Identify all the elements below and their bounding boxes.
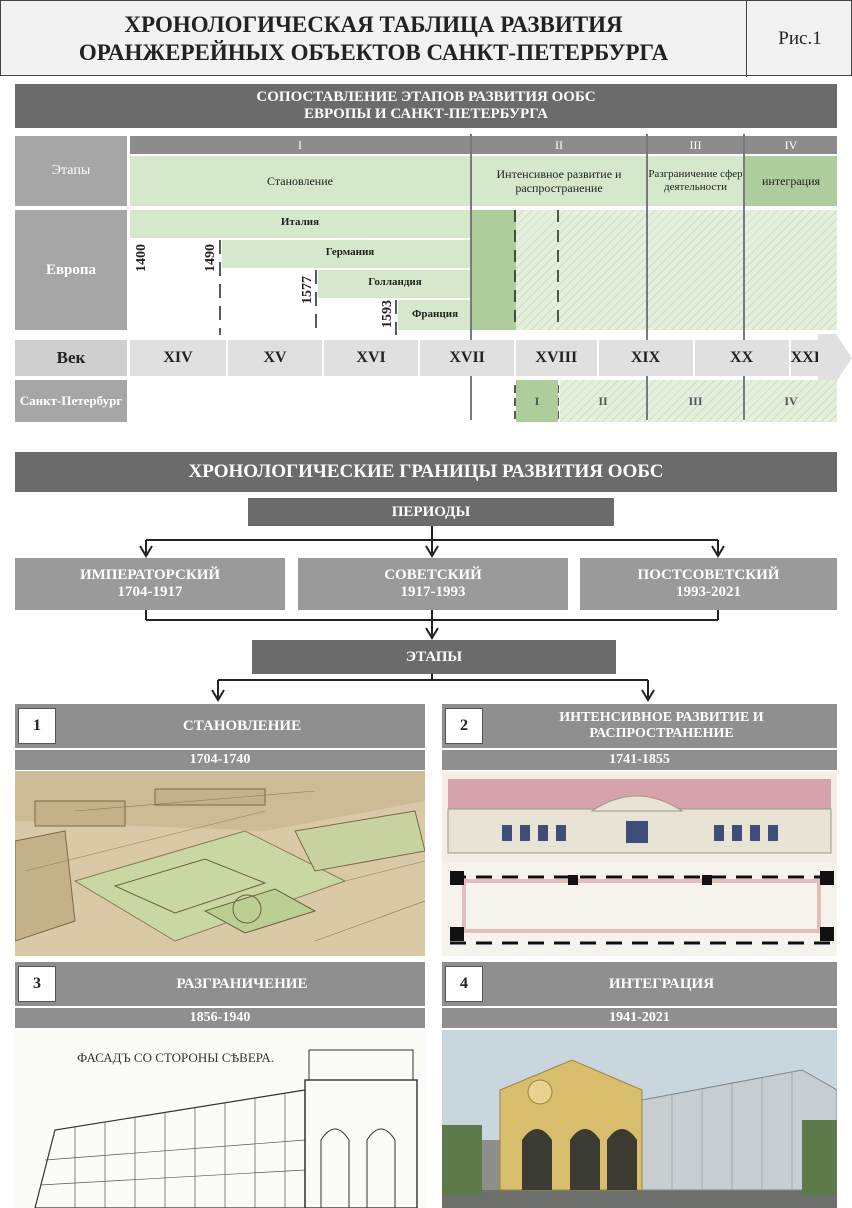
comparison-title-line1: СОПОСТАВЛЕНИЕ ЭТАПОВ РАЗВИТИЯ ООБС bbox=[256, 89, 596, 105]
stage-2-number: 2 bbox=[445, 708, 483, 744]
spb-stage-3: III bbox=[648, 380, 743, 422]
label-germany: Германия bbox=[325, 246, 375, 258]
figure-number: Рис.1 bbox=[778, 28, 822, 49]
century-cell: XIX bbox=[598, 340, 695, 376]
stage-2-title: ИНТЕНСИВНОЕ РАЗВИТИЕ И РАСПРОСТРАНЕНИЕ bbox=[442, 704, 837, 748]
stage-3-number: 3 bbox=[18, 966, 56, 1002]
century-cell: XV bbox=[228, 340, 325, 376]
stage-2-drawing-image bbox=[442, 771, 837, 956]
stage-4-title: ИНТЕГРАЦИЯ bbox=[442, 962, 837, 1006]
facade-caption: ФАСАДЪ СО СТОРОНЫ СѢВЕРА. bbox=[77, 1050, 274, 1065]
stage-1-number: 1 bbox=[18, 708, 56, 744]
comparison-title-line2: ЕВРОПЫ И САНКТ-ПЕТЕРБУРГА bbox=[304, 106, 548, 122]
chronology-title: ХРОНОЛОГИЧЕСКИЕ ГРАНИЦЫ РАЗВИТИЯ ООБС bbox=[15, 452, 837, 492]
europe-stage3-hatch bbox=[648, 210, 743, 330]
title-block: ХРОНОЛОГИЧЕСКАЯ ТАБЛИЦА РАЗВИТИЯ ОРАНЖЕРЕ… bbox=[0, 0, 852, 77]
europe-stage2-solid bbox=[472, 210, 516, 330]
spb-stage-2: II bbox=[560, 380, 646, 422]
bar-germany bbox=[222, 240, 470, 268]
europe-stage2-hatch bbox=[516, 210, 646, 330]
main-title-line2: ОРАНЖЕРЕЙНЫХ ОБЪЕКТОВ САНКТ-ПЕТЕРБУРГА bbox=[78, 40, 669, 65]
stage-number-1: I bbox=[130, 136, 470, 154]
period-years: 1704-1917 bbox=[117, 584, 183, 600]
stage-1-years: 1704-1740 bbox=[15, 750, 425, 770]
spb-stage-1: I bbox=[516, 380, 558, 422]
period-name: ИМПЕРАТОРСКИЙ bbox=[79, 567, 221, 583]
stage-name-3: Разграничение сфер деятельности bbox=[648, 156, 743, 206]
stage-3-title: РАЗГРАНИЧЕНИЕ bbox=[15, 962, 425, 1006]
century-cell: XX bbox=[694, 340, 791, 376]
stages-label: ЭТАПЫ bbox=[252, 640, 616, 674]
stage-3-years: 1856-1940 bbox=[15, 1008, 425, 1028]
stage-4-number: 4 bbox=[445, 966, 483, 1002]
period-soviet: СОВЕТСКИЙ 1917-1993 bbox=[298, 558, 568, 610]
label-holland: Голландия bbox=[368, 276, 422, 288]
label-france: Франция bbox=[411, 308, 459, 320]
stage-number-2: II bbox=[472, 136, 646, 154]
stage-4-years: 1941-2021 bbox=[442, 1008, 837, 1028]
stage-4-photo bbox=[442, 1030, 837, 1208]
stage-1-map-image bbox=[15, 771, 425, 956]
row-label-stages: Этапы bbox=[15, 136, 127, 206]
stage-3-facade-drawing: ФАСАДЪ СО СТОРОНЫ СѢВЕРА. bbox=[15, 1030, 425, 1208]
stage-number-4: IV bbox=[745, 136, 837, 154]
period-postsoviet: ПОСТСОВЕТСКИЙ 1993-2021 bbox=[580, 558, 837, 610]
stage-name-1: Становление bbox=[130, 156, 470, 206]
row-label-europe: Европа bbox=[15, 210, 127, 330]
tree-connectors bbox=[139, 526, 725, 702]
century-cell: XIV bbox=[130, 340, 229, 376]
row-label-century: Век bbox=[15, 340, 127, 376]
main-title: ХРОНОЛОГИЧЕСКАЯ ТАБЛИЦА РАЗВИТИЯ ОРАНЖЕРЕ… bbox=[1, 1, 747, 77]
spb-stage-4: IV bbox=[745, 380, 837, 422]
label-italy: Италия bbox=[280, 216, 320, 228]
stage-name-4: интеграция bbox=[745, 156, 837, 206]
row-label-spb: Санкт-Петербург bbox=[15, 380, 127, 422]
periods-label: ПЕРИОДЫ bbox=[248, 498, 614, 526]
century-cell: XVIII bbox=[516, 340, 599, 376]
period-name: ПОСТСОВЕТСКИЙ bbox=[637, 567, 780, 583]
period-years: 1917-1993 bbox=[400, 584, 466, 600]
stage-2-years: 1741-1855 bbox=[442, 750, 837, 770]
bar-italy bbox=[130, 210, 470, 238]
europe-stage4-hatch bbox=[745, 210, 837, 330]
century-cell: XVII bbox=[420, 340, 517, 376]
stage-1-title: СТАНОВЛЕНИЕ bbox=[15, 704, 425, 748]
main-title-line1: ХРОНОЛОГИЧЕСКАЯ ТАБЛИЦА РАЗВИТИЯ bbox=[124, 12, 623, 37]
bar-france bbox=[398, 300, 470, 330]
century-row: XIV XV XVI XVII XVIII XIX XX XXI bbox=[130, 340, 820, 376]
period-imperial: ИМПЕРАТОРСКИЙ 1704-1917 bbox=[15, 558, 285, 610]
arrow-right-icon bbox=[818, 334, 852, 382]
century-cell: XVI bbox=[324, 340, 421, 376]
stage-name-2: Интенсивное развитие и распространение bbox=[472, 156, 646, 206]
century-cell: XXI bbox=[790, 340, 820, 376]
period-name: СОВЕТСКИЙ bbox=[384, 567, 482, 583]
stage-number-3: III bbox=[648, 136, 743, 154]
bar-holland bbox=[318, 270, 470, 298]
period-years: 1993-2021 bbox=[676, 584, 741, 600]
